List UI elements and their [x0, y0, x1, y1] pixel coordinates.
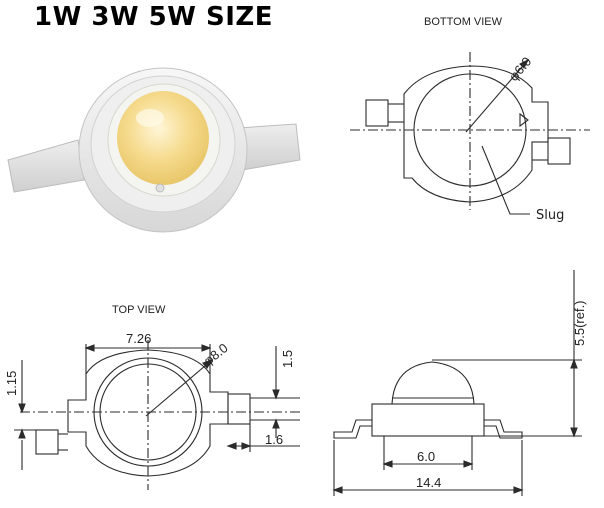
bottom-view-drawing: [350, 52, 590, 215]
side-view-drawing: [332, 270, 582, 496]
lead-length-label: 1.6: [265, 432, 283, 447]
top-view-drawing: [14, 340, 300, 490]
top-width-label: 7.26: [126, 331, 151, 346]
top-view-label: TOP VIEW: [112, 304, 166, 316]
lead-height-label: 1.5: [280, 350, 295, 368]
side-height-label: 5.5(ref.): [572, 300, 587, 346]
page-title: 1W 3W 5W SIZE: [34, 2, 273, 32]
bottom-diameter-label: φ6.0: [506, 54, 535, 84]
overall-width-label: 14.4: [416, 475, 441, 490]
bottom-view-label: BOTTOM VIEW: [424, 16, 503, 28]
slug-label: Slug: [536, 208, 564, 223]
lead-offset-label: 1.15: [4, 371, 19, 396]
base-width-label: 6.0: [417, 449, 435, 464]
led-photo: [7, 67, 301, 233]
